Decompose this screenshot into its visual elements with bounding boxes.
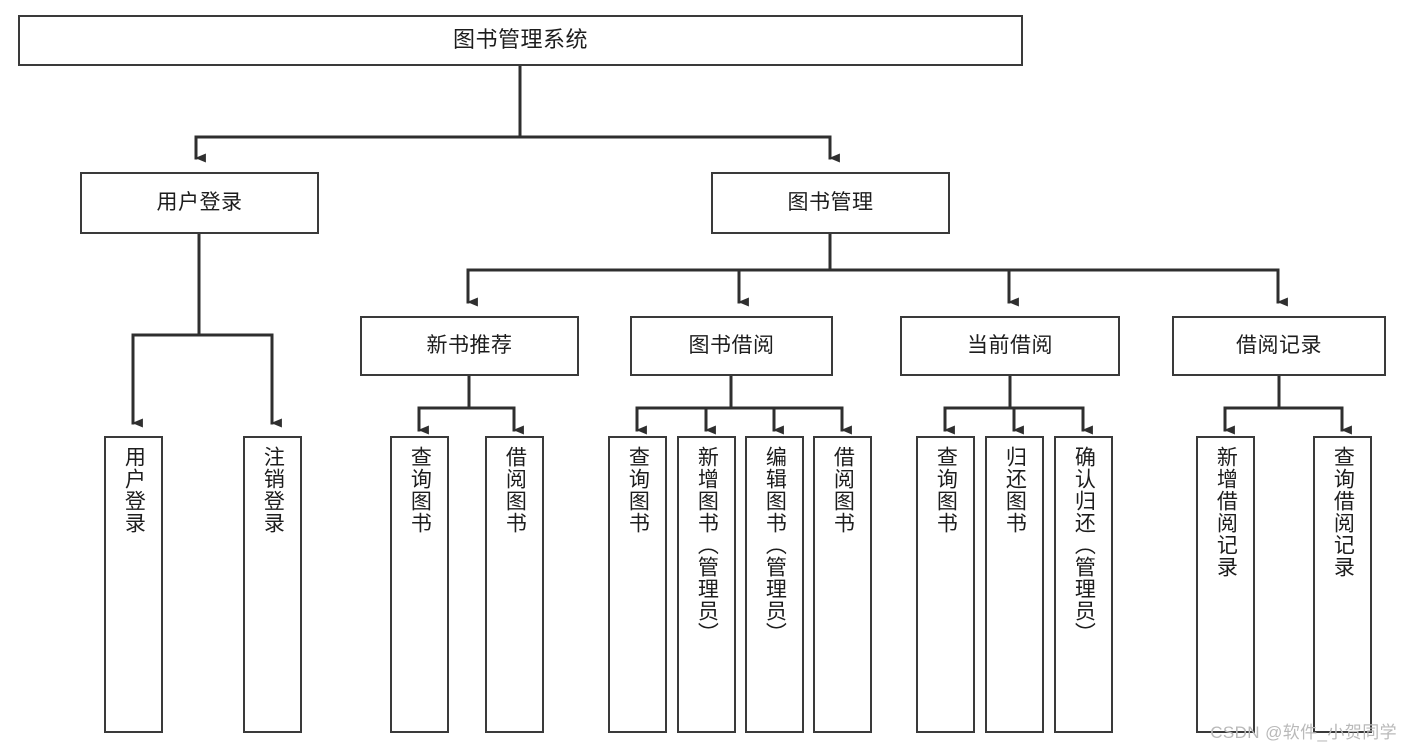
node-label: 确认归还（管理员） xyxy=(1072,446,1096,644)
leaf-borrow-book-recommend[interactable]: 借阅图书 xyxy=(485,436,544,733)
node-label: 新书推荐 xyxy=(426,334,513,358)
node-label: 借阅图书 xyxy=(831,446,855,534)
node-label: 用户登录 xyxy=(156,191,243,215)
node-label: 图书管理 xyxy=(787,191,874,215)
leaf-add-book-admin[interactable]: 新增图书（管理员） xyxy=(677,436,736,733)
node-label: 查询图书 xyxy=(934,446,958,534)
node-label: 图书借阅 xyxy=(688,334,775,358)
leaf-logout-login[interactable]: 注销登录 xyxy=(243,436,302,733)
node-label: 注销登录 xyxy=(261,446,285,534)
leaf-query-borrow-record[interactable]: 查询借阅记录 xyxy=(1313,436,1372,733)
node-label: 编辑图书（管理员） xyxy=(763,446,787,644)
node-label: 查询图书 xyxy=(626,446,650,534)
node-label: 新增图书（管理员） xyxy=(695,446,719,644)
leaf-query-book-borrow[interactable]: 查询图书 xyxy=(608,436,667,733)
node-book-borrow[interactable]: 图书借阅 xyxy=(630,316,833,376)
leaf-query-book-current[interactable]: 查询图书 xyxy=(916,436,975,733)
leaf-confirm-return-admin[interactable]: 确认归还（管理员） xyxy=(1054,436,1113,733)
leaf-return-book[interactable]: 归还图书 xyxy=(985,436,1044,733)
node-user-login[interactable]: 用户登录 xyxy=(80,172,319,234)
leaf-edit-book-admin[interactable]: 编辑图书（管理员） xyxy=(745,436,804,733)
csdn-watermark: CSDN @软件_小贺同学 xyxy=(1210,723,1397,742)
node-new-book-recommend[interactable]: 新书推荐 xyxy=(360,316,579,376)
node-label: 查询图书 xyxy=(408,446,432,534)
node-current-borrow[interactable]: 当前借阅 xyxy=(900,316,1120,376)
node-label: 借阅记录 xyxy=(1236,334,1322,358)
node-label: 当前借阅 xyxy=(967,334,1053,358)
node-label: 借阅图书 xyxy=(503,446,527,534)
node-label: 归还图书 xyxy=(1003,446,1027,534)
leaf-add-borrow-record[interactable]: 新增借阅记录 xyxy=(1196,436,1255,733)
leaf-borrow-book[interactable]: 借阅图书 xyxy=(813,436,872,733)
node-borrow-record[interactable]: 借阅记录 xyxy=(1172,316,1386,376)
node-root-book-management-system[interactable]: 图书管理系统 xyxy=(18,15,1023,66)
node-label: 查询借阅记录 xyxy=(1331,446,1355,578)
node-label: 新增借阅记录 xyxy=(1214,446,1238,578)
node-label: 用户登录 xyxy=(122,446,146,534)
leaf-user-login[interactable]: 用户登录 xyxy=(104,436,163,733)
leaf-query-book-recommend[interactable]: 查询图书 xyxy=(390,436,449,733)
node-label: 图书管理系统 xyxy=(452,27,588,53)
node-book-manage[interactable]: 图书管理 xyxy=(711,172,950,234)
